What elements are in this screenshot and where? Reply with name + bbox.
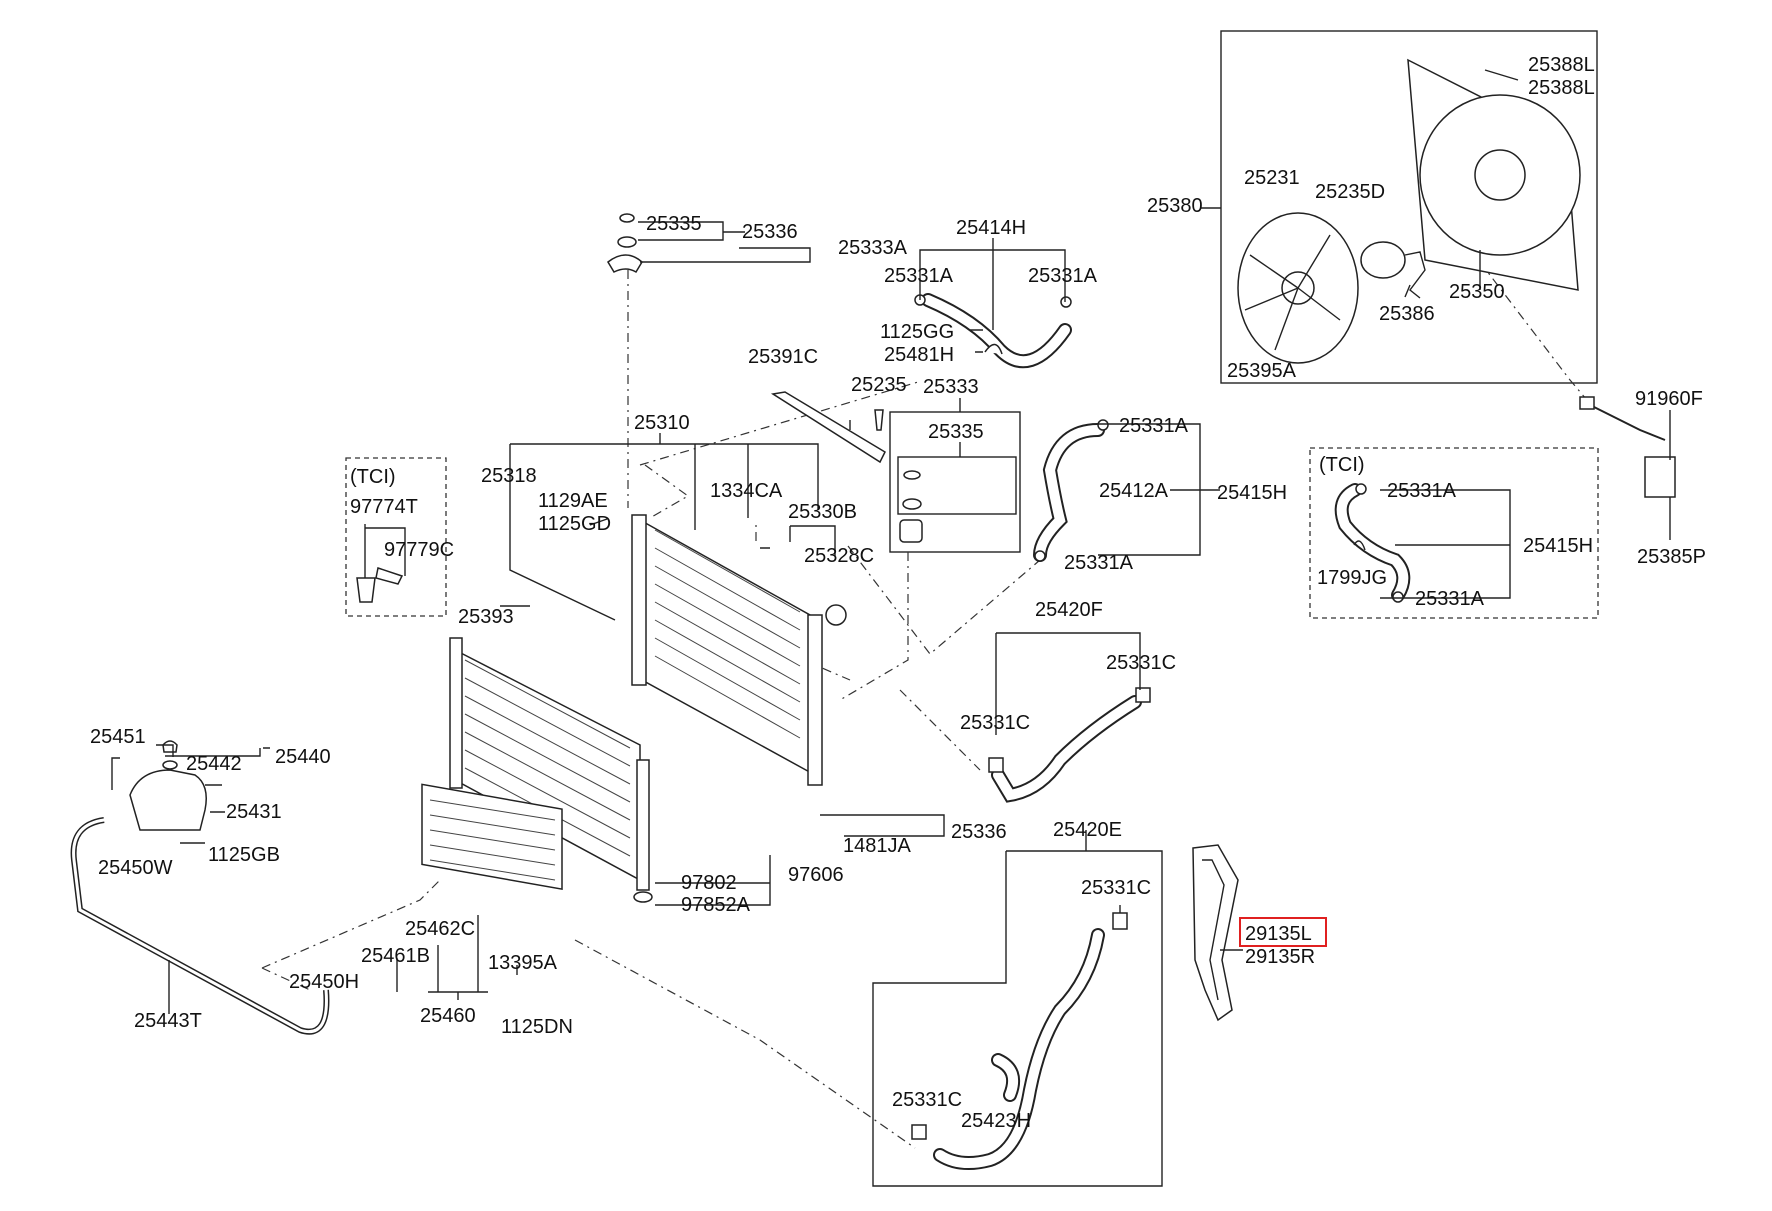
part-label-25415h: 25415H (1523, 535, 1593, 557)
part-label-25235: 25235 (851, 374, 907, 396)
part-label-25331c: 25331C (960, 712, 1030, 734)
part-label-25388l: 25388L (1528, 54, 1595, 76)
fan-shroud-25350 (1407, 58, 1581, 291)
part-label-25451: 25451 (90, 726, 146, 748)
part-label-29135r: 29135R (1245, 946, 1315, 968)
part-label-97606: 97606 (788, 864, 844, 886)
part-label-25331a: 25331A (1387, 480, 1457, 502)
part-label-25333: 25333 (923, 376, 979, 398)
lower-hose-box (872, 850, 1163, 1187)
part-label-25385p: 25385P (1637, 546, 1706, 568)
part-label-25318: 25318 (481, 465, 537, 487)
part-label-25331c: 25331C (1081, 877, 1151, 899)
part-label-25331a: 25331A (1119, 415, 1189, 437)
upper-hose-25414h (914, 293, 1072, 369)
tci-hose-box (1309, 447, 1599, 619)
part-label-25331c: 25331C (892, 1089, 962, 1111)
wiring-91960f (1579, 396, 1676, 498)
gasket-kit-parts (899, 470, 923, 543)
part-label--tci-: (TCI) (350, 466, 396, 488)
tci-bracket-box (345, 457, 447, 617)
part-label-25331a: 25331A (884, 265, 954, 287)
part-label-1125gb: 1125GB (208, 844, 280, 866)
gasket-kit-inner-box (897, 456, 1017, 515)
part-label-1125dn: 1125DN (501, 1016, 573, 1038)
leader-lines (156, 69, 1671, 1014)
part-label-25380: 25380 (1147, 195, 1203, 217)
part-label-25235d: 25235D (1315, 181, 1385, 203)
part-label-25386: 25386 (1379, 303, 1435, 325)
part-label-25431: 25431 (226, 801, 282, 823)
part-label-29135l: 29135L (1245, 923, 1312, 945)
part-label-25461b: 25461B (361, 945, 430, 967)
part-label-25231: 25231 (1244, 167, 1300, 189)
part-label-1129ae: 1129AE (538, 490, 608, 512)
air-guard-inner (1202, 859, 1225, 1001)
part-label-25336: 25336 (742, 221, 798, 243)
reservoir-tank-25431 (111, 740, 222, 831)
radiator-cap (607, 213, 643, 274)
part-label-25423h: 25423H (961, 1110, 1031, 1132)
part-label-25412a: 25412A (1099, 480, 1169, 502)
part-label-25420e: 25420E (1053, 819, 1122, 841)
part-label-25331a: 25331A (1415, 588, 1485, 610)
radiator-25310 (631, 514, 847, 786)
part-label-25333a: 25333A (838, 237, 908, 259)
part-label-25335: 25335 (646, 213, 702, 235)
part-label-25415h: 25415H (1217, 482, 1287, 504)
part-label-25443t: 25443T (134, 1010, 202, 1032)
part-label-91960f: 91960F (1635, 388, 1703, 410)
part-label-97774t: 97774T (350, 496, 418, 518)
part-label-25462c: 25462C (405, 918, 475, 940)
part-label-25331c: 25331C (1106, 652, 1176, 674)
hose-25412a (1033, 419, 1109, 562)
part-label-25336: 25336 (951, 821, 1007, 843)
part-label-25481h: 25481H (884, 344, 954, 366)
overflow-hose-inner (72, 818, 328, 1033)
part-label-97852a: 97852A (681, 894, 751, 916)
part-label-1334ca: 1334CA (710, 480, 783, 502)
part-label--tci-: (TCI) (1319, 454, 1365, 476)
part-label-25450w: 25450W (98, 857, 173, 879)
condenser-97606 (449, 637, 653, 903)
fan-assembly-box (1220, 30, 1598, 384)
hose-25420f (988, 687, 1151, 803)
part-label-25310: 25310 (634, 412, 690, 434)
part-label-25450h: 25450H (289, 971, 359, 993)
part-label-97779c: 97779C (384, 539, 454, 561)
fan-25231 (1237, 212, 1359, 364)
tci-bracket-parts (356, 567, 404, 603)
part-label-25328c: 25328C (804, 545, 874, 567)
part-label-25460: 25460 (420, 1005, 476, 1027)
part-label-25414h: 25414H (956, 217, 1026, 239)
gasket-kit-box (889, 411, 1021, 553)
highlight-box-29135l (1239, 917, 1327, 947)
part-label-1125gd: 1125GD (538, 513, 611, 535)
oil-cooler-25460 (421, 783, 563, 890)
part-label-1481ja: 1481JA (843, 835, 911, 857)
bolt-25235 (874, 409, 884, 431)
part-label-25330b: 25330B (788, 501, 857, 523)
part-label-25350: 25350 (1449, 281, 1505, 303)
part-label-25388l: 25388L (1528, 77, 1595, 99)
part-label-25391c: 25391C (748, 346, 818, 368)
part-label-25442: 25442 (186, 753, 242, 775)
part-label-25395a: 25395A (1227, 360, 1297, 382)
part-label-25331a: 25331A (1028, 265, 1098, 287)
part-label-25420f: 25420F (1035, 599, 1103, 621)
fan-motor-25235d (1360, 241, 1426, 299)
part-label-25393: 25393 (458, 606, 514, 628)
radiator-bracket-25391c (770, 391, 886, 464)
part-label-97802: 97802 (681, 872, 737, 894)
part-label-1125gg: 1125GG (880, 321, 954, 343)
tci-hose-25415h (1334, 483, 1411, 603)
part-number-labels: 25335 25336 25333A 25414H 25331A 25331A 1125GG… (90, 54, 1706, 1132)
part-label-1799jg: 1799JG (1317, 567, 1387, 589)
part-label-25440: 25440 (275, 746, 331, 768)
part-label-25331a: 25331A (1064, 552, 1134, 574)
part-label-13395a: 13395A (488, 952, 558, 974)
part-label-25335: 25335 (928, 421, 984, 443)
